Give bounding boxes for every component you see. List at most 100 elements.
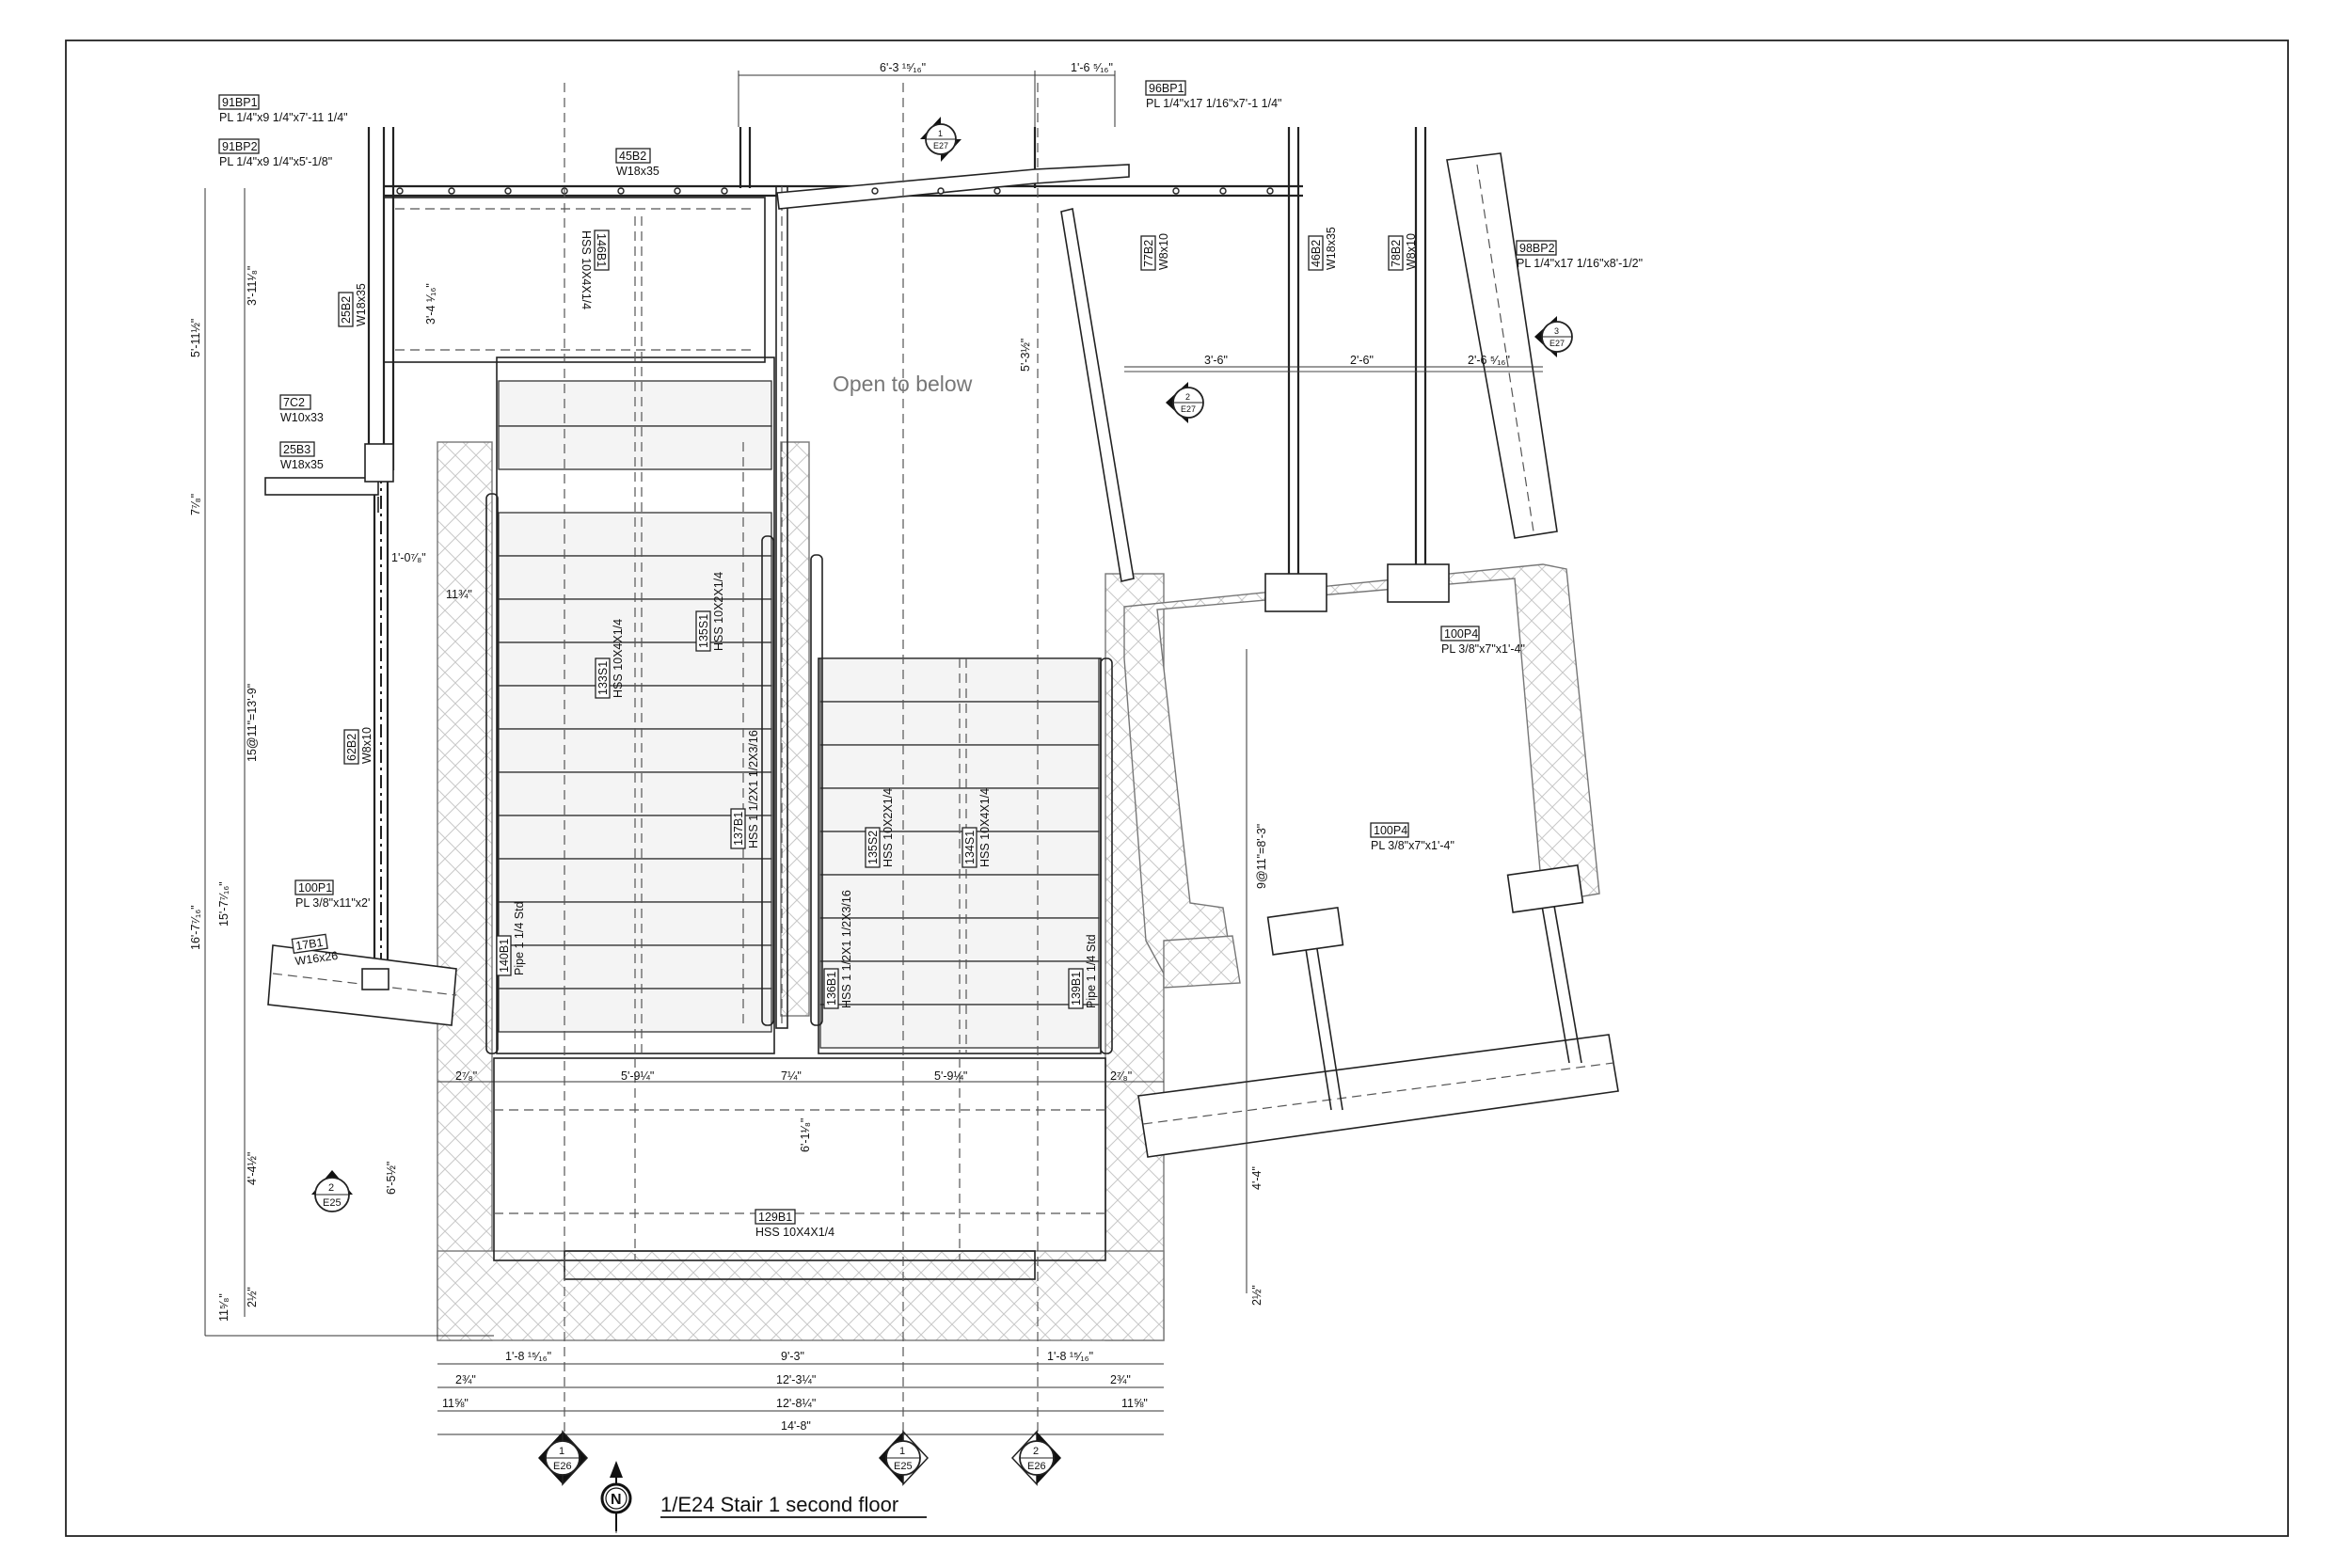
tag-77B2: 77B2 bbox=[1142, 240, 1155, 267]
tag-96BP1: 96BP1 bbox=[1149, 82, 1184, 95]
wall-angled-2 bbox=[1163, 935, 1241, 989]
dim-left-11: 2½" bbox=[246, 1287, 259, 1307]
svg-text:2: 2 bbox=[1033, 1446, 1039, 1457]
tag-100P4-lower: 100P4 bbox=[1374, 824, 1407, 837]
svg-text:E26: E26 bbox=[553, 1461, 572, 1472]
svg-text:2: 2 bbox=[328, 1182, 334, 1194]
dim-row-a5: 2⁷⁄₈" bbox=[1110, 1069, 1132, 1083]
dim-mid-2: 11¾" bbox=[446, 588, 472, 601]
dim-left-4: 7⁷⁄₈" bbox=[189, 494, 202, 515]
svg-text:1: 1 bbox=[899, 1446, 905, 1457]
dim-left-3: 3'-4 ¹⁄₁₆" bbox=[424, 283, 437, 325]
dim-bot-10: 14'-8" bbox=[781, 1419, 811, 1433]
svg-text:E27: E27 bbox=[1549, 339, 1565, 348]
tag-129B1: 129B1 bbox=[758, 1211, 792, 1224]
tag-45B2: 45B2 bbox=[619, 150, 646, 163]
treads-right bbox=[819, 657, 1100, 1049]
dim-bot-3: 1'-8 ¹⁵⁄₁₆" bbox=[1047, 1350, 1093, 1363]
desc-62B2: W8x10 bbox=[360, 727, 373, 764]
dim-right-5: 4'-4" bbox=[1250, 1166, 1263, 1190]
desc-129B1: HSS 10X4X1/4 bbox=[755, 1226, 834, 1239]
framing-left bbox=[264, 443, 457, 1026]
svg-text:3: 3 bbox=[1554, 326, 1559, 336]
north-arrow-label: N bbox=[611, 1492, 622, 1508]
svg-text:E27: E27 bbox=[933, 141, 948, 150]
dim-row-a3: 7¼" bbox=[781, 1069, 802, 1083]
dim-left-5: 15@11"=13'-9" bbox=[246, 684, 259, 762]
open-area-label: Open to below bbox=[833, 372, 973, 396]
dim-row-a1: 2⁷⁄₈" bbox=[455, 1069, 477, 1083]
dim-bot-5: 12'-3¼" bbox=[776, 1373, 816, 1386]
section-marker-2-E26: 2 E26 bbox=[1010, 1430, 1061, 1486]
member-labels: 91BP1 PL 1/4"x9 1/4"x7'-11 1/4" 91BP2 PL… bbox=[218, 80, 1643, 1239]
desc-45B2: W18x35 bbox=[616, 165, 660, 178]
tag-133S1: 133S1 bbox=[596, 661, 610, 695]
dim-bot-2: 9'-3" bbox=[781, 1350, 804, 1363]
desc-96BP1: PL 1/4"x17 1/16"x7'-1 1/4" bbox=[1146, 97, 1282, 110]
wall-center bbox=[780, 441, 810, 1017]
section-marker-1-E27: 1 E27 bbox=[920, 117, 961, 162]
desc-146B1: HSS 10X4X1/4 bbox=[580, 230, 593, 309]
dim-mid-3: 5'-3½" bbox=[1019, 339, 1032, 372]
desc-7C2: W10x33 bbox=[280, 411, 324, 424]
desc-78B2: W8x10 bbox=[1405, 233, 1418, 270]
dim-top-2: 1'-6 ⁵⁄₁₆" bbox=[1071, 61, 1113, 74]
tag-91BP2: 91BP2 bbox=[222, 140, 258, 153]
bolt-row-top bbox=[396, 187, 1274, 195]
tag-7C2: 7C2 bbox=[283, 396, 305, 409]
dim-mid-4: 6'-1¹⁄₈" bbox=[799, 1118, 812, 1152]
svg-text:E26: E26 bbox=[1027, 1461, 1046, 1472]
drawing-title-text: 1/E24 Stair 1 second floor bbox=[660, 1493, 898, 1516]
tag-146B1: 146B1 bbox=[595, 233, 608, 267]
svg-text:E25: E25 bbox=[323, 1197, 342, 1209]
tag-100P1: 100P1 bbox=[298, 881, 332, 895]
dim-right-4: 9@11"=8'-3" bbox=[1255, 824, 1268, 889]
dim-left-1: 5'-11½" bbox=[189, 319, 202, 357]
section-marker-1-E25: 1 E25 bbox=[879, 1430, 930, 1486]
tag-135S1: 135S1 bbox=[697, 614, 710, 648]
dim-left-9: 6'-5½" bbox=[385, 1162, 398, 1195]
desc-100P4-upper: PL 3/8"x7"x1'-4" bbox=[1441, 642, 1525, 656]
dimension-labels: 6'-3 ¹⁵⁄₁₆" 1'-6 ⁵⁄₁₆" 5'-11½" 3'-11¹⁄₈"… bbox=[189, 61, 1510, 1433]
desc-77B2: W8x10 bbox=[1157, 233, 1170, 270]
desc-46B2: W18x35 bbox=[1325, 227, 1338, 270]
desc-91BP1: PL 1/4"x9 1/4"x7'-11 1/4" bbox=[219, 111, 348, 124]
tag-62B2: 62B2 bbox=[345, 734, 358, 761]
desc-136B1: HSS 1 1/2X1 1/2X3/16 bbox=[840, 890, 853, 1008]
drawing-title: 1/E24 Stair 1 second floor bbox=[660, 1493, 927, 1518]
desc-133S1: HSS 10X4X1/4 bbox=[612, 619, 625, 698]
dim-left-10: 11⁵⁄₈" bbox=[217, 1293, 230, 1322]
section-marker-2-E25: 2 E25 bbox=[311, 1170, 353, 1212]
landing bbox=[493, 1057, 1106, 1280]
dim-bot-6: 2¾" bbox=[1110, 1373, 1131, 1386]
tag-135S2: 135S2 bbox=[866, 831, 880, 864]
tag-100P4-upper: 100P4 bbox=[1444, 627, 1478, 641]
desc-25B2: W18x35 bbox=[355, 283, 368, 326]
dim-right-3: 2'-6 ⁵⁄₁₆" bbox=[1468, 354, 1510, 367]
tag-98BP2: 98BP2 bbox=[1519, 242, 1555, 255]
svg-text:1: 1 bbox=[938, 129, 943, 138]
wall-angled bbox=[1123, 563, 1600, 974]
desc-25B3: W18x35 bbox=[280, 458, 324, 471]
desc-139B1: Pipe 1 1/4 Std bbox=[1085, 934, 1098, 1008]
dim-mid-1: 1'-0⁷⁄₈" bbox=[391, 551, 426, 564]
walls bbox=[437, 441, 1600, 1341]
svg-text:E27: E27 bbox=[1181, 404, 1196, 414]
tag-139B1: 139B1 bbox=[1070, 972, 1083, 1006]
desc-100P4-lower: PL 3/8"x7"x1'-4" bbox=[1371, 839, 1454, 852]
wall-bottom bbox=[437, 1250, 1165, 1341]
desc-98BP2: PL 1/4"x17 1/16"x8'-1/2" bbox=[1517, 257, 1643, 270]
dim-bot-8: 12'-8¼" bbox=[776, 1397, 816, 1410]
wall-left bbox=[437, 441, 493, 1341]
dim-right-1: 3'-6" bbox=[1204, 354, 1228, 367]
dim-bot-9: 11⅝" bbox=[1121, 1397, 1148, 1410]
svg-text:1: 1 bbox=[559, 1446, 564, 1457]
dim-bot-7: 11⅝" bbox=[442, 1397, 469, 1410]
desc-91BP2: PL 1/4"x9 1/4"x5'-1/8" bbox=[219, 155, 332, 168]
dim-left-2: 3'-11¹⁄₈" bbox=[246, 266, 259, 306]
framing-top bbox=[367, 127, 1558, 1029]
tag-91BP1: 91BP1 bbox=[222, 96, 258, 109]
dim-row-a4: 5'-9¼" bbox=[934, 1069, 967, 1083]
desc-140B1: Pipe 1 1/4 Std bbox=[513, 901, 526, 975]
